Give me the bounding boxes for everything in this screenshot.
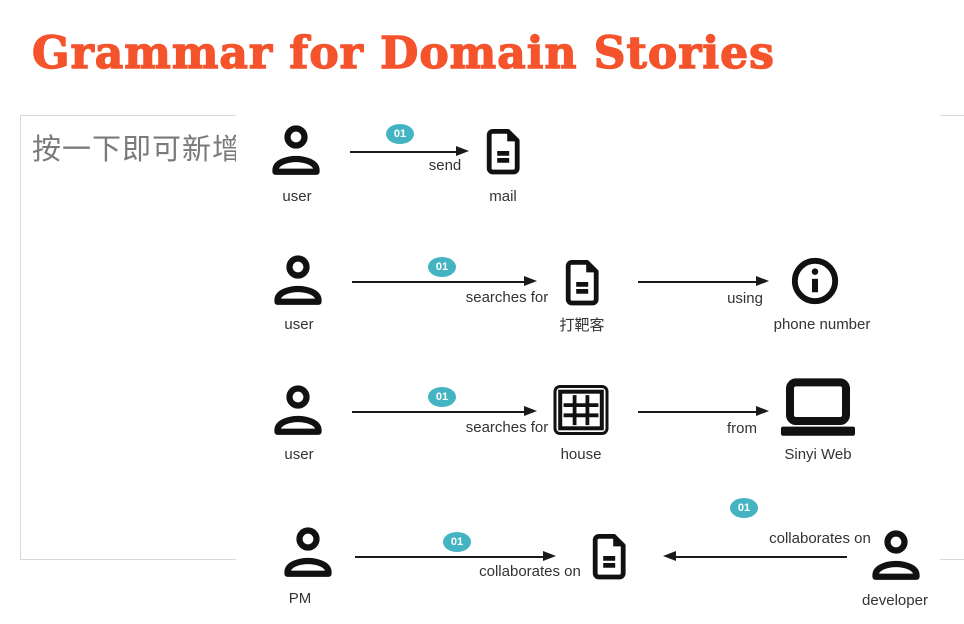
page-title[interactable]: Grammar for Domain Stories [31, 28, 775, 79]
activity-label: send [428, 157, 462, 174]
person-icon[interactable] [268, 378, 328, 442]
person-icon[interactable] [866, 523, 926, 587]
laptop-icon[interactable] [774, 378, 862, 440]
sequence-badge: 01 [443, 532, 471, 552]
arrowhead-icon [663, 551, 676, 561]
object-label: house [560, 446, 602, 463]
person-icon[interactable] [268, 248, 328, 312]
domain-story-diagram[interactable] [236, 106, 940, 624]
actor-label: developer [862, 592, 928, 609]
actor-label: PM [288, 590, 312, 607]
actor-label: user [282, 188, 312, 205]
document-icon[interactable] [558, 253, 606, 309]
arrowhead-icon [524, 406, 537, 416]
activity-label: collaborates on [769, 530, 871, 547]
actor-label: user [284, 316, 314, 333]
arrow-line [638, 281, 758, 283]
window-grid-icon[interactable] [553, 384, 609, 436]
arrowhead-icon [756, 406, 769, 416]
object-label: phone number [773, 316, 871, 333]
object-label: 打靶客 [559, 317, 605, 334]
arrow-line [352, 281, 526, 283]
sequence-badge: 01 [428, 387, 456, 407]
arrowhead-icon [524, 276, 537, 286]
arrow-line [638, 411, 758, 413]
arrowhead-icon [756, 276, 769, 286]
arrowhead-icon [543, 551, 556, 561]
person-icon[interactable] [266, 118, 326, 182]
placeholder-text: 按一下即可新增 [32, 134, 243, 166]
info-icon[interactable] [789, 255, 841, 307]
sequence-badge: 01 [428, 257, 456, 277]
activity-label: searches for [465, 419, 549, 436]
arrowhead-icon [456, 146, 469, 156]
activity-label: using [727, 290, 763, 307]
arrow-line [352, 411, 526, 413]
arrow-line [675, 556, 847, 558]
sequence-badge: 01 [730, 498, 758, 518]
document-icon[interactable] [585, 527, 633, 583]
arrow-line [350, 151, 456, 153]
document-icon[interactable] [479, 122, 527, 178]
activity-label: collaborates on [479, 563, 581, 580]
arrow-line [355, 556, 545, 558]
object-label: mail [489, 188, 517, 205]
object-label: Sinyi Web [784, 446, 852, 463]
actor-label: user [284, 446, 314, 463]
sequence-badge: 01 [386, 124, 414, 144]
person-icon[interactable] [278, 520, 338, 584]
activity-label: searches for [465, 289, 549, 306]
activity-label: from [727, 420, 757, 437]
